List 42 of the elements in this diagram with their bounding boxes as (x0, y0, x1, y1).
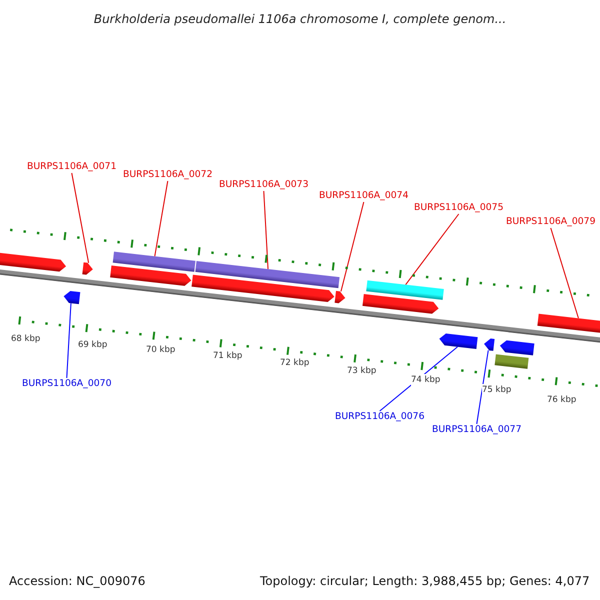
gene-bar (366, 280, 444, 300)
gene-feature (362, 294, 439, 314)
gene-label: BURPS1106A_0071 (27, 161, 116, 173)
gene-label: BURPS1106A_0077 (432, 424, 522, 436)
gene-label: BURPS1106A_0075 (414, 202, 504, 214)
gene-bar (195, 261, 340, 288)
info-text: Accession: NC_009076 (9, 575, 146, 587)
scale-label: 73 kbp (347, 365, 376, 377)
scale-label: 76 kbp (547, 394, 576, 406)
gene-feature (537, 314, 600, 334)
gene-feature (484, 338, 495, 351)
gene-feature (0, 251, 66, 272)
gene-label: BURPS1106A_0073 (219, 179, 308, 191)
gene-bar (112, 252, 196, 272)
gene-feature (500, 340, 534, 356)
leader-line (71, 172, 90, 264)
diagram-title: Burkholderia pseudomallei 1106a chromosome I, complete genom... (92, 12, 508, 26)
leader-line (154, 180, 168, 257)
scale-label: 75 kbp (482, 384, 512, 396)
gene-label: BURPS1106A_0074 (319, 190, 408, 202)
scale-label: 70 kbp (146, 344, 176, 356)
gene-feature (64, 291, 80, 304)
gene-feature (192, 274, 334, 302)
scale-label: 71 kbp (213, 350, 242, 362)
leader-line (476, 350, 489, 424)
scale-label: 74 kbp (411, 374, 440, 386)
scale-label: 72 kbp (280, 357, 310, 369)
gene-feature (110, 265, 192, 286)
scale-label: 68 kbp (11, 333, 40, 345)
gene-feature (82, 262, 93, 275)
info-text: Topology: circular; Length: 3,988,455 bp; Genes: 4,077 (260, 575, 590, 587)
gene-label: BURPS1106A_0079 (506, 216, 596, 228)
gene-label: BURPS1106A_0076 (335, 411, 424, 423)
gene-feature (439, 333, 478, 349)
gene-bar (494, 354, 529, 369)
gene-label: BURPS1106A_0070 (22, 378, 112, 390)
scale-label: 69 kbp (78, 339, 108, 351)
leader-line (66, 302, 72, 378)
leader-line (340, 202, 364, 292)
gene-label: BURPS1106A_0072 (123, 169, 212, 181)
leader-line (550, 228, 579, 319)
leader-line (263, 190, 269, 270)
